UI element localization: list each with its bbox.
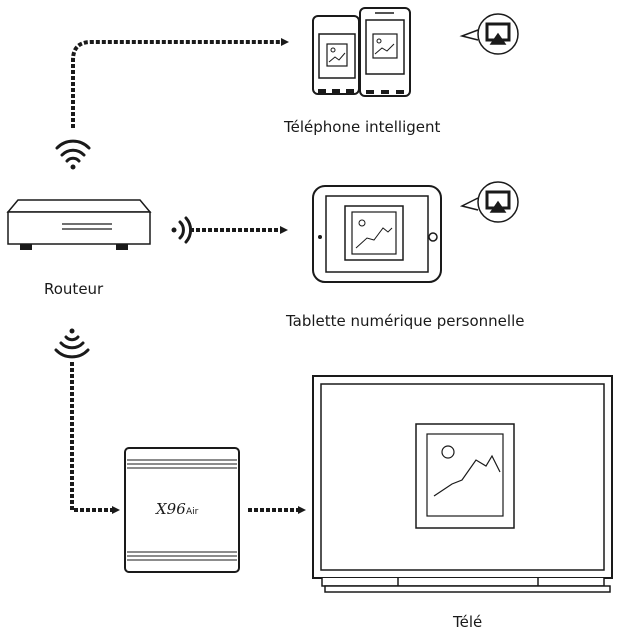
wifi-side-icon: [171, 216, 193, 244]
tv-device: [312, 375, 613, 593]
smartphone-device: [312, 7, 411, 97]
airplay-icon-tablet: [459, 181, 519, 223]
wifi-lower-icon: [54, 328, 90, 359]
router-device: [6, 199, 152, 250]
wifi-icon: [55, 139, 91, 170]
router-to-box-arrow: [70, 362, 120, 514]
router-label: Routeur: [44, 280, 104, 298]
airplay-icon: [459, 13, 519, 55]
tv-label: Télé: [453, 613, 483, 631]
smartphone-label: Téléphone intelligent: [284, 118, 441, 136]
tv-box-brand: X96: [155, 500, 186, 518]
tv-box-device: X96 Air: [124, 447, 240, 573]
router-to-phone-arrow: [71, 38, 289, 128]
tablet-device: [312, 185, 442, 283]
tablet-label: Tablette numérique personnelle: [286, 312, 525, 330]
tv-box-model: Air: [186, 507, 199, 517]
